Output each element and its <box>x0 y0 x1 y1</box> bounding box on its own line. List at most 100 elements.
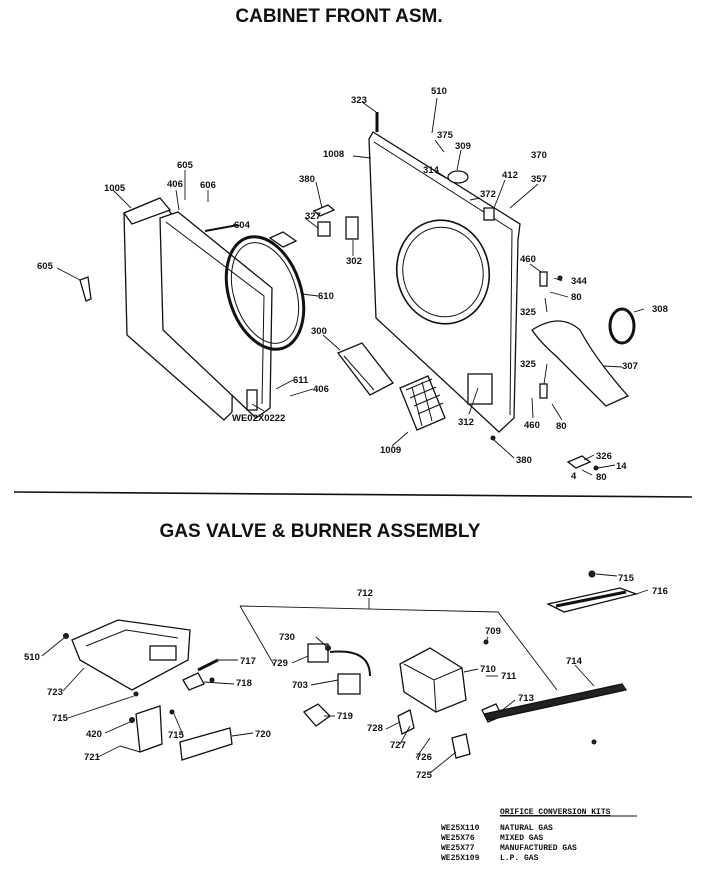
kit-desc: L.P. GAS <box>500 854 539 863</box>
cabinet-leaders <box>56 97 645 476</box>
valve-coil-lower <box>337 673 361 695</box>
screw-strip <box>312 204 336 217</box>
door-gasket-inner <box>230 242 300 344</box>
callout: 611 <box>293 375 309 386</box>
callout: 380 <box>516 455 532 466</box>
gas-callouts: 712 715 716 510 730 709 717 729 710 711 … <box>24 573 668 781</box>
door-rod <box>204 224 239 232</box>
screw-718 <box>209 677 215 683</box>
section-divider <box>13 491 693 498</box>
callout: 323 <box>351 95 367 106</box>
callout: 720 <box>255 729 271 740</box>
callout: 718 <box>236 678 252 689</box>
gas-drawing <box>63 570 639 761</box>
callout: 715 <box>168 730 185 741</box>
door-hinge <box>246 389 258 411</box>
part-326 <box>566 455 592 469</box>
screw-730 <box>325 645 331 651</box>
bracket-slot <box>149 645 177 661</box>
air-duct <box>531 320 630 407</box>
callout: 710 <box>480 664 496 675</box>
kits-heading: ORIFICE CONVERSION KITS <box>500 808 611 817</box>
burner-bracket-plate <box>71 619 191 691</box>
callout: 314 <box>423 165 440 176</box>
callout: 300 <box>311 326 327 337</box>
orifice-kits-table: ORIFICE CONVERSION KITS WE25X110 NATURAL… <box>441 808 637 863</box>
callout: 605 <box>37 261 54 272</box>
callout: 327 <box>305 211 321 222</box>
door-switch <box>345 216 359 240</box>
front-panel-inner-edge <box>373 141 513 416</box>
callout: 711 <box>501 671 517 682</box>
callout: 325 <box>520 359 537 370</box>
manifold-rail <box>555 590 627 608</box>
part-725 <box>451 733 471 759</box>
callout: 302 <box>346 256 362 267</box>
kit-code: WE25X110 <box>441 824 480 833</box>
screw-420 <box>129 717 135 723</box>
latch-strike <box>268 231 298 248</box>
sensor-clip <box>182 672 205 691</box>
callout: 728 <box>367 723 383 734</box>
callout: 725 <box>416 770 433 781</box>
duct-seal <box>608 307 636 345</box>
callout: 715 <box>618 573 635 584</box>
callout: 715 <box>52 713 69 724</box>
kit-desc: NATURAL GAS <box>500 824 553 833</box>
cabinet-drawing <box>79 112 636 471</box>
cover-plate-720 <box>179 727 233 761</box>
front-panel <box>368 131 521 433</box>
callout: 372 <box>480 189 496 200</box>
callout: 719 <box>337 711 353 722</box>
lint-filter-housing <box>336 342 394 396</box>
cabinet-callouts: 323 510 375 309 1008 314 370 412 357 372… <box>37 86 668 483</box>
mount-bracket-foot <box>119 743 163 753</box>
front-panel-opening-inner <box>402 226 484 318</box>
callout: 713 <box>518 693 534 704</box>
lint-grille-mesh <box>405 378 444 427</box>
kit-desc: MANUFACTURED GAS <box>500 844 577 853</box>
kit-code: WE25X76 <box>441 834 475 843</box>
callout: 717 <box>240 656 256 667</box>
callout: 406 <box>167 179 183 190</box>
callout: 420 <box>86 729 102 740</box>
screw-510 <box>63 633 69 639</box>
screw-715c <box>169 709 175 715</box>
callout: 610 <box>318 291 334 302</box>
callout: 326 <box>596 451 612 462</box>
callout: 721 <box>84 752 101 763</box>
kit-code: WE25X77 <box>441 844 475 853</box>
callout: 510 <box>431 86 447 97</box>
lint-grille <box>399 375 446 431</box>
igniter-719 <box>302 703 332 727</box>
callout: 380 <box>299 174 315 185</box>
callout: WE02X0222 <box>232 413 285 424</box>
hinge-bracket-upper <box>539 271 548 287</box>
door-top-edge <box>122 197 172 225</box>
callout: 375 <box>437 130 454 141</box>
callout: 460 <box>520 254 536 265</box>
drum-lamp <box>447 170 469 184</box>
callout: 604 <box>234 220 251 231</box>
callout: 714 <box>566 656 583 667</box>
door-inner-panel <box>159 211 273 419</box>
assembly-712-bracket <box>239 605 558 691</box>
callout: 1009 <box>380 445 401 456</box>
callout: 709 <box>485 626 501 637</box>
callout: 344 <box>571 276 588 287</box>
screw-715b <box>133 691 139 697</box>
callout: 80 <box>556 421 567 432</box>
valve-coil-upper <box>307 643 329 663</box>
callout: 14 <box>616 461 627 472</box>
callout: 307 <box>622 361 638 372</box>
coil-wire <box>329 650 371 677</box>
callout: 712 <box>357 588 373 599</box>
callout: 357 <box>531 174 547 185</box>
door-inner-lip <box>165 221 265 405</box>
callout: 308 <box>652 304 668 315</box>
flame-sensor <box>197 658 219 672</box>
assembly-712-left <box>239 605 275 666</box>
door-catch <box>79 276 92 302</box>
callout: 80 <box>596 472 607 483</box>
